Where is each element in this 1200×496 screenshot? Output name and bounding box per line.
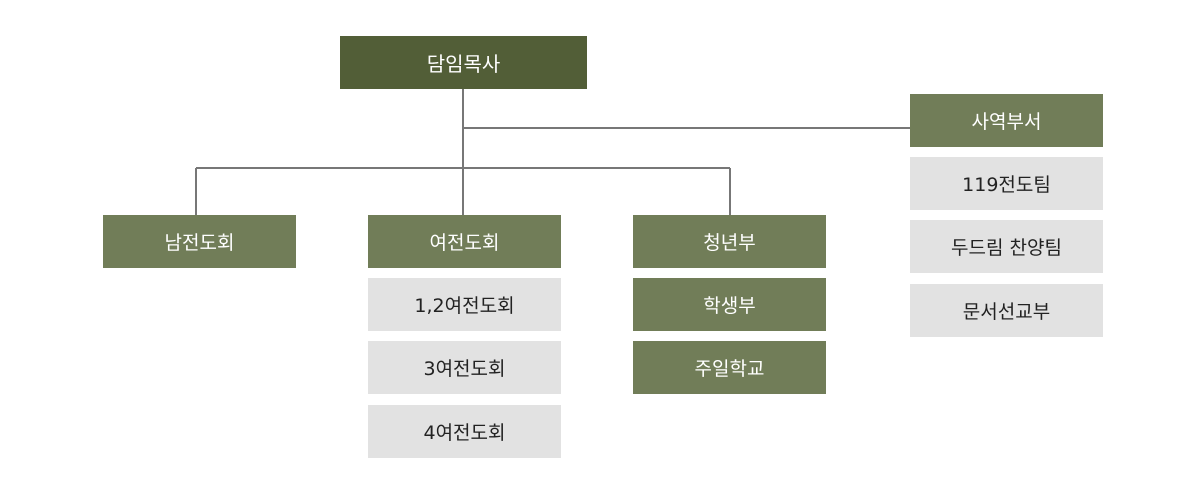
node-ministry-dept: 사역부서: [910, 94, 1103, 147]
node-women-item-1: 1,2여전도회: [368, 278, 561, 331]
node-dept-youth: 청년부: [633, 215, 826, 268]
node-youth-item-sunday-school: 주일학교: [633, 341, 826, 394]
node-ministry-item-literature: 문서선교부: [910, 284, 1103, 337]
node-ministry-item-dodream: 두드림 찬양팀: [910, 220, 1103, 273]
node-women-item-3: 4여전도회: [368, 405, 561, 458]
node-senior-pastor: 담임목사: [340, 36, 587, 89]
node-youth-item-students: 학생부: [633, 278, 826, 331]
node-women-item-2: 3여전도회: [368, 341, 561, 394]
node-dept-women: 여전도회: [368, 215, 561, 268]
node-dept-men: 남전도회: [103, 215, 296, 268]
node-ministry-item-119: 119전도팀: [910, 157, 1103, 210]
